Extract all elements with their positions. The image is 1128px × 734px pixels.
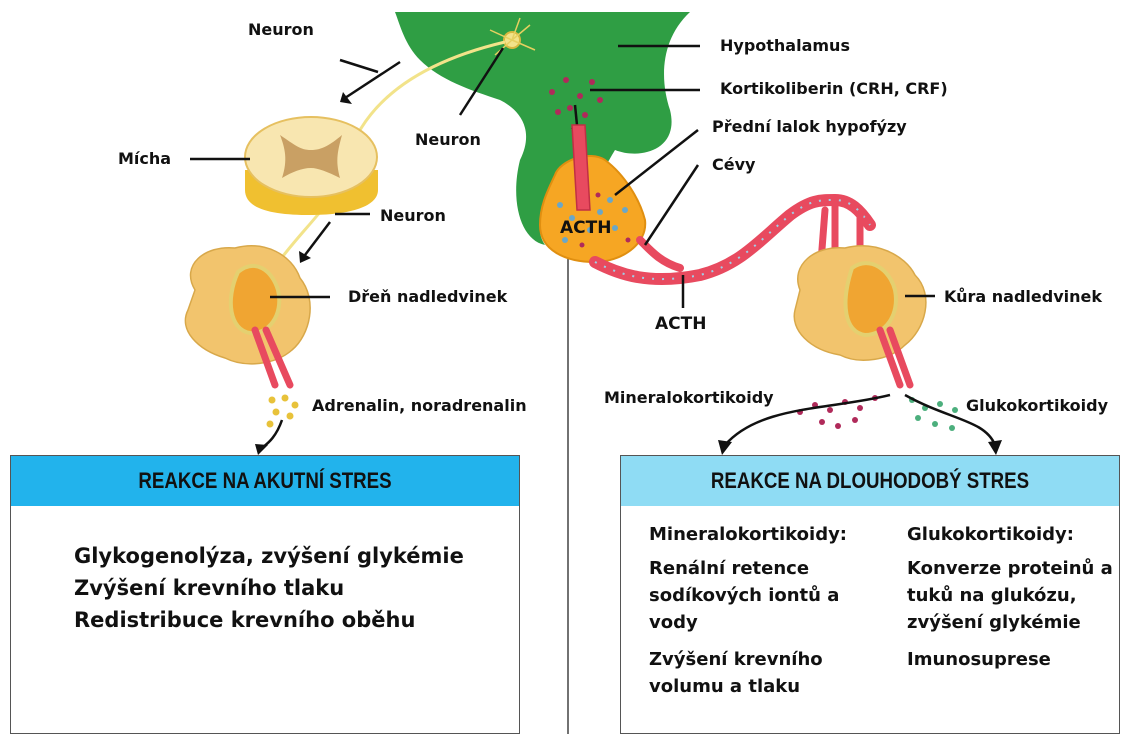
label-crh: Kortikoliberin (CRH, CRF) [720, 79, 948, 98]
gluco-heading: Glukokortikoidy: [907, 524, 1117, 545]
gluco-column: Glukokortikoidy: Konverze proteinů a tuk… [907, 524, 1117, 673]
gluco-effect-1: Konverze proteinů a tuků na glukózu, zvý… [907, 555, 1117, 636]
chronic-stress-box: REAKCE NA DLOUHODOBÝ STRES Mineralokorti… [620, 455, 1120, 734]
label-adrenaline: Adrenalin, noradrenalin [312, 396, 527, 415]
chronic-stress-title: REAKCE NA DLOUHODOBÝ STRES [658, 456, 1081, 506]
label-glucocorticoids: Glukokortikoidy [966, 396, 1108, 415]
label-hypothalamus: Hypothalamus [720, 36, 850, 55]
acute-effect-3: Redistribuce krevního oběhu [74, 604, 464, 636]
label-adrenal-cortex: Kůra nadledvinek [944, 287, 1102, 306]
label-acth-vessel: ACTH [655, 314, 706, 334]
label-neuron-low: Neuron [380, 206, 446, 225]
label-micha: Mícha [118, 149, 171, 168]
acute-stress-title: REAKCE NA AKUTNÍ STRES [49, 456, 481, 506]
acute-stress-box: REAKCE NA AKUTNÍ STRES Glykogenolýza, zv… [10, 455, 520, 734]
label-adrenal-medulla: Dřeň nadledvinek [348, 287, 507, 306]
gluco-effect-2: Imunosuprese [907, 646, 1117, 673]
label-vessels: Cévy [712, 155, 755, 174]
label-acth-gland: ACTH [560, 218, 611, 238]
mineralo-heading: Mineralokortikoidy: [649, 524, 874, 545]
label-neuron-mid: Neuron [415, 130, 481, 149]
acute-effect-2: Zvýšení krevního tlaku [74, 572, 464, 604]
label-mineralocorticoids: Mineralokortikoidy [604, 388, 774, 407]
label-neuron-top: Neuron [248, 20, 314, 39]
acute-effect-1: Glykogenolýza, zvýšení glykémie [74, 540, 464, 572]
mineralo-effect-1: Renální retence sodíkových iontů a vody [649, 555, 874, 636]
mineralo-effect-2: Zvýšení krevního volumu a tlaku [649, 646, 874, 700]
pituitary-gland-shape [540, 156, 645, 262]
mineralo-column: Mineralokortikoidy: Renální retence sodí… [649, 524, 874, 700]
acute-stress-list: Glykogenolýza, zvýšení glykémie Zvýšení … [74, 540, 464, 636]
label-pituitary: Přední lalok hypofýzy [712, 117, 907, 136]
spinal-cord-shape [245, 117, 378, 215]
adrenaline-molecules [267, 395, 299, 428]
